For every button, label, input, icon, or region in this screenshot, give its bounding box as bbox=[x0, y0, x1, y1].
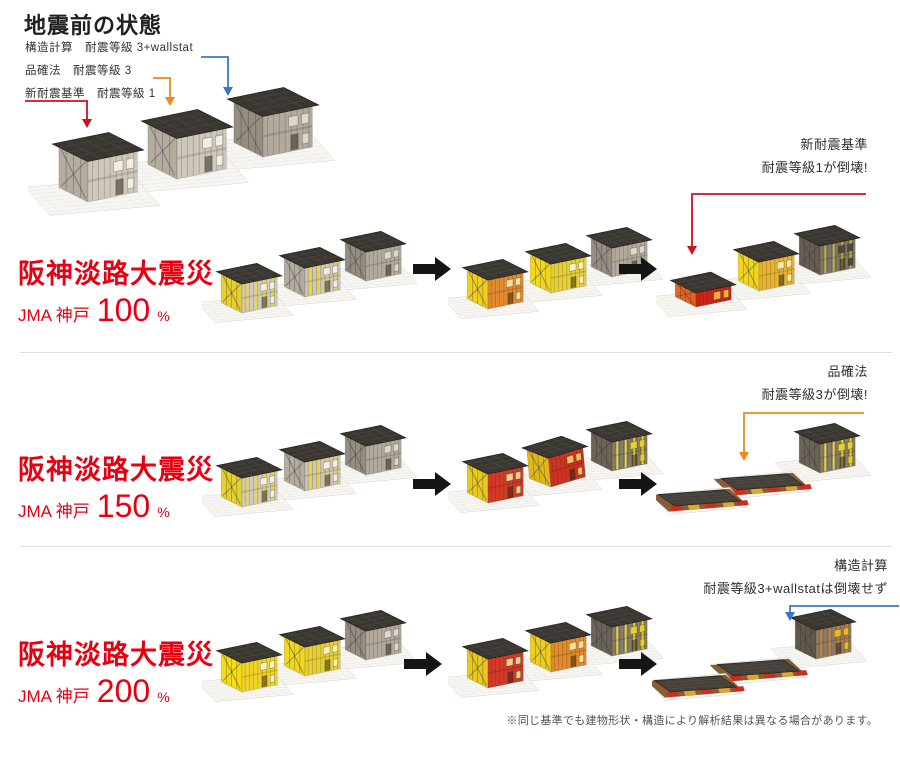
row3-annotation-line2: 耐震等級3+wallstatは倒壊せず bbox=[703, 581, 888, 596]
row3-intensity-value: 200 bbox=[96, 673, 151, 709]
row3-annotation-line1: 構造計算 bbox=[833, 558, 888, 573]
next-step-arrow-icon bbox=[413, 471, 451, 497]
row2-frame3-scene bbox=[656, 422, 871, 515]
row2-annotation: 品確法 耐震等級3が倒壊! bbox=[762, 360, 868, 406]
row2-wave-name: JMA 神戸 bbox=[18, 502, 90, 521]
row1-frame1-scene bbox=[202, 230, 417, 323]
legend-item-new-seismic-standard: 新耐震基準 耐震等級 1 bbox=[25, 88, 156, 100]
row1-frame3-scene bbox=[656, 224, 871, 317]
row3-wave-name: JMA 神戸 bbox=[18, 687, 90, 706]
legend-item-structural-calculation: 構造計算 耐震等級 3+wallstat bbox=[25, 42, 194, 54]
row2-intensity-value: 150 bbox=[96, 488, 151, 524]
next-step-arrow-icon bbox=[619, 256, 657, 282]
row3-frame1-scene bbox=[202, 609, 417, 702]
row3-frame3-scene bbox=[652, 608, 867, 701]
row2-event-label: 阪神淡路大震災 bbox=[18, 455, 214, 485]
row3-intensity-label: JMA 神戸 200 % bbox=[18, 673, 170, 710]
row2-frame2-scene bbox=[448, 420, 663, 513]
row1-event-label: 阪神淡路大震災 bbox=[18, 259, 214, 289]
row3-annotation: 構造計算 耐震等級3+wallstatは倒壊せず bbox=[703, 554, 888, 600]
next-step-arrow-icon bbox=[619, 471, 657, 497]
row1-intensity-label: JMA 神戸 100 % bbox=[18, 292, 170, 329]
row1-annotation-line1: 新耐震基準 bbox=[800, 137, 868, 152]
row2-intensity-unit: % bbox=[157, 504, 170, 520]
row-divider bbox=[20, 352, 892, 353]
row3-event-label: 阪神淡路大震災 bbox=[18, 640, 214, 670]
next-step-arrow-icon bbox=[413, 256, 451, 282]
page-title: 地震前の状態 bbox=[24, 13, 163, 38]
row-divider bbox=[20, 546, 892, 547]
row2-annotation-line2: 耐震等級3が倒壊! bbox=[761, 387, 868, 402]
row2-intensity-label: JMA 神戸 150 % bbox=[18, 488, 170, 525]
next-step-arrow-icon bbox=[619, 651, 657, 677]
before-earthquake-scene bbox=[28, 87, 336, 216]
legend-item-housing-quality-act: 品確法 耐震等級 3 bbox=[25, 65, 132, 77]
row1-intensity-unit: % bbox=[157, 308, 170, 324]
row2-frame1-scene bbox=[202, 424, 417, 517]
footnote: ※同じ基準でも建物形状・構造により解析結果は異なる場合があります。 bbox=[506, 715, 878, 727]
row1-wave-name: JMA 神戸 bbox=[18, 306, 90, 325]
row3-frame2-scene bbox=[448, 605, 663, 698]
row1-annotation: 新耐震基準 耐震等級1が倒壊! bbox=[762, 133, 868, 179]
row2-annotation-line1: 品確法 bbox=[827, 364, 868, 379]
row1-annotation-line2: 耐震等級1が倒壊! bbox=[761, 160, 868, 175]
next-step-arrow-icon bbox=[404, 651, 442, 677]
row3-intensity-unit: % bbox=[157, 689, 170, 705]
row1-intensity-value: 100 bbox=[96, 292, 151, 328]
